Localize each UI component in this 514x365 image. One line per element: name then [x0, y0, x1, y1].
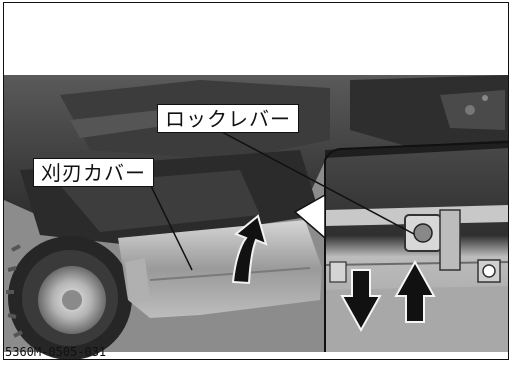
- push-down-arrow-icon: [340, 269, 382, 333]
- push-up-arrow-icon: [394, 259, 436, 323]
- lift-arrow-icon: [231, 214, 268, 285]
- inset-border: [324, 141, 510, 352]
- lock-lever-leader: [221, 131, 415, 235]
- wheel: [6, 236, 132, 360]
- blade-cover-shape: [118, 220, 322, 318]
- inset-pointer: [293, 193, 326, 240]
- figure-id: 5360M-0505-031: [5, 345, 107, 359]
- blade-cover-leader: [149, 183, 193, 271]
- figure-frame: [3, 2, 509, 360]
- lock-lever-label: ロックレバー: [157, 104, 299, 133]
- blade-cover-label: 刈刃カバー: [33, 158, 154, 187]
- inset-detail: [324, 140, 510, 352]
